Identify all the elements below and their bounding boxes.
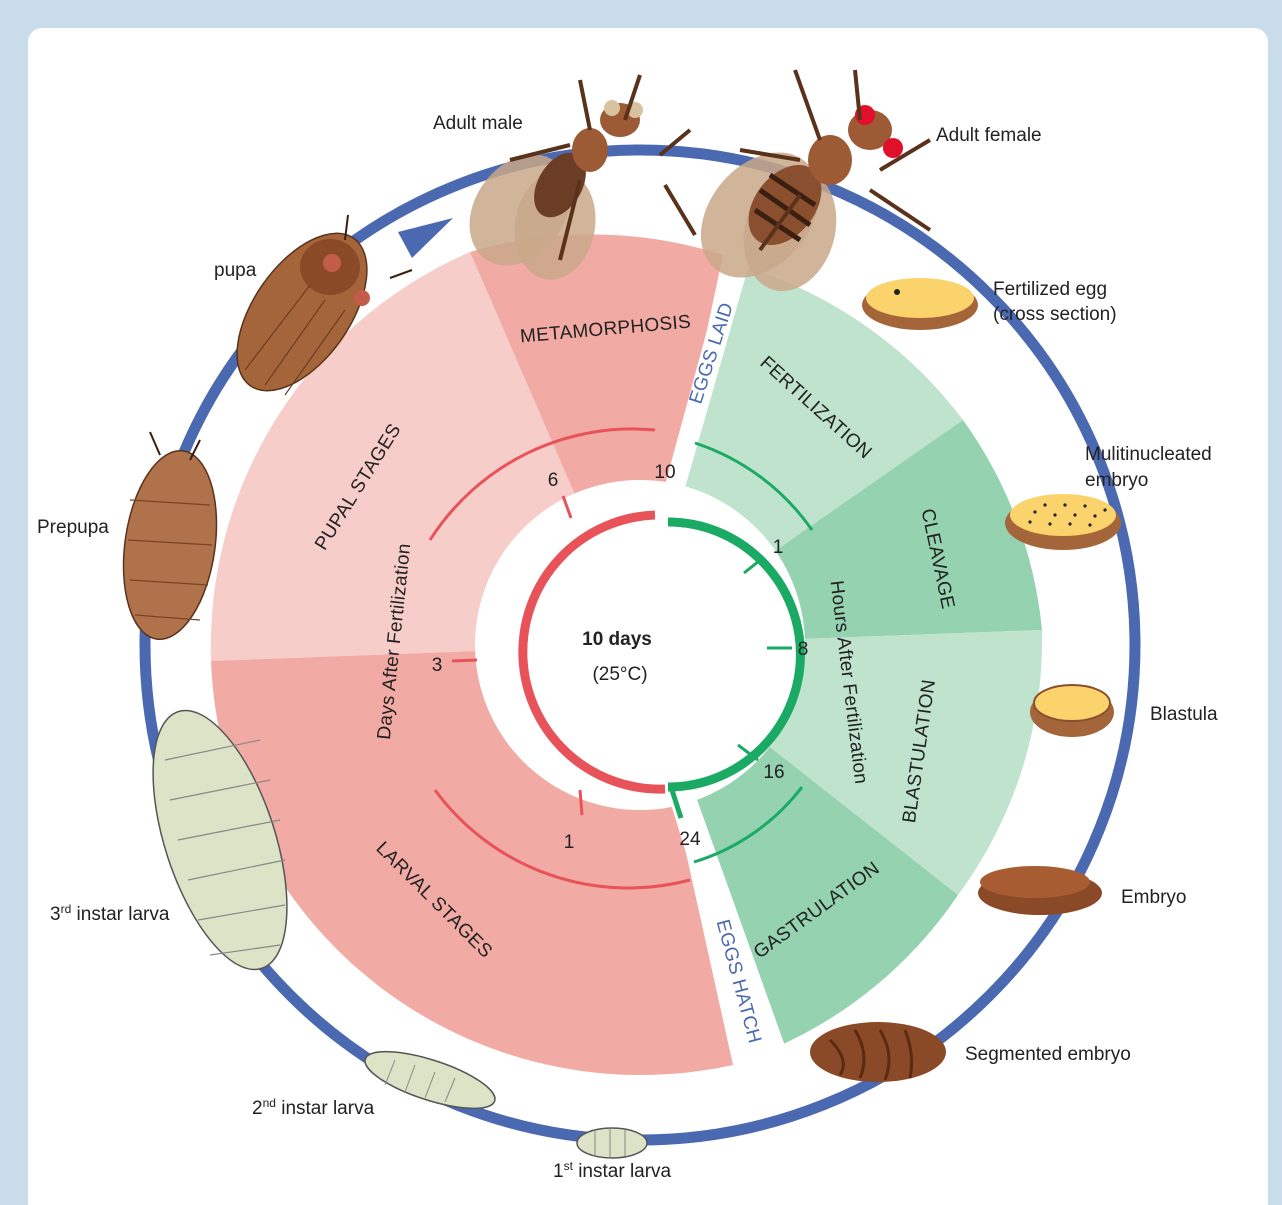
hour-label-24: 24 (679, 829, 701, 850)
center-subtitle: (25°C) (592, 664, 647, 685)
blastula-icon (1030, 685, 1114, 737)
label-first-instar: 1st instar larva (553, 1159, 672, 1182)
day-label-6: 6 (548, 470, 559, 491)
label-embryo: Embryo (1121, 887, 1186, 908)
label-second-instar: 2nd instar larva (252, 1096, 375, 1119)
day-label-1: 1 (564, 832, 575, 853)
multinucleated-embryo-icon (1005, 494, 1121, 550)
second-instar-larva-icon (359, 1040, 501, 1120)
day-tick-1 (580, 790, 582, 815)
first-instar-larva-icon (577, 1128, 647, 1158)
label-segmented-embryo: Segmented embryo (965, 1044, 1131, 1065)
hour-label-8: 8 (798, 639, 809, 660)
label-multinucleated: Mulitinucleated (1085, 444, 1212, 465)
label-prepupa: Prepupa (37, 517, 109, 538)
center-title: 10 days (582, 629, 652, 650)
label-pupa: pupa (214, 260, 257, 281)
hour-label-1: 1 (773, 537, 784, 558)
label-fertilized-egg: Fertilized egg (993, 279, 1107, 300)
hour-label-16: 16 (763, 762, 784, 783)
label-fertilized-egg-sub: (cross section) (993, 304, 1117, 325)
day-tick-3 (452, 660, 477, 661)
prepupa-icon (112, 432, 228, 645)
label-adult-female: Adult female (936, 125, 1042, 146)
label-adult-male: Adult male (433, 113, 523, 134)
label-multinucleated-sub: embryo (1085, 470, 1148, 491)
day-label-3: 3 (432, 655, 443, 676)
label-third-instar: 3rd instar larva (50, 902, 170, 925)
label-blastula: Blastula (1150, 704, 1218, 725)
fertilized-egg-icon (862, 278, 978, 330)
ring-arrow-icon (398, 218, 453, 258)
day-label-10: 10 (654, 462, 675, 483)
segmented-embryo-icon (810, 1022, 946, 1082)
adult-female-fly-icon (677, 70, 930, 302)
